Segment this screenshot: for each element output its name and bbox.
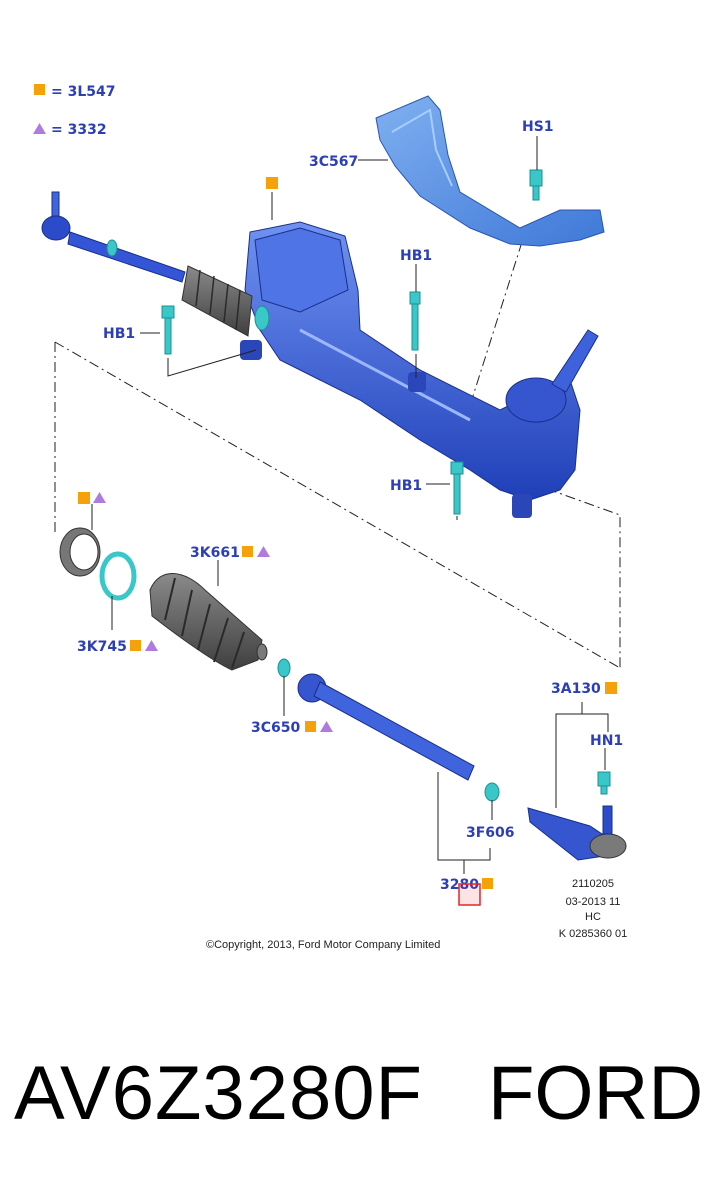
bolt-hb1-top	[409, 291, 421, 351]
square-marker	[266, 177, 278, 189]
reference-block: 2110205 03-2013 11 HC K 0285360 01	[559, 878, 628, 940]
reference-line-2: 03-2013 11	[566, 896, 621, 908]
square-marker	[482, 878, 493, 889]
footer: AV6Z3280F FORD	[0, 1050, 708, 1170]
square-marker	[130, 640, 141, 651]
reference-line-4: K 0285360 01	[559, 928, 628, 940]
triangle-marker	[257, 546, 270, 557]
callout-3C650: 3C650	[251, 720, 300, 736]
bolt-hb1-left	[161, 305, 175, 355]
triangle-marker	[320, 721, 333, 732]
brand-name: FORD	[488, 1051, 704, 1136]
clip-3C650	[277, 658, 291, 678]
callout-3K745: 3K745	[77, 639, 127, 655]
bolt-hb1-right	[450, 461, 464, 515]
reference-line-1: 2110205	[572, 878, 614, 890]
square-marker	[242, 546, 253, 557]
bolt-leaders	[167, 349, 458, 520]
steering-rack-exploded-diagram: = 3L547 = 3332	[33, 84, 628, 951]
callout-3A130: 3A130	[551, 681, 601, 697]
guide-lines	[54, 241, 621, 669]
guide-line-diagonal	[54, 341, 621, 669]
nut-hn1	[597, 771, 611, 795]
legend-triangle-label: = 3332	[51, 122, 107, 138]
square-marker	[305, 721, 316, 732]
triangle-marker	[145, 640, 158, 651]
ring-3K745	[99, 551, 137, 601]
inner-tie-rod-3280	[297, 673, 475, 781]
square-marker	[605, 682, 617, 694]
steering-rack-housing	[240, 221, 599, 518]
square-marker	[78, 492, 90, 504]
leader-lines	[91, 136, 609, 874]
tie-rod-end-3A130	[527, 805, 627, 861]
callout-hb1-left: HB1	[103, 326, 135, 342]
callout-hs1: HS1	[522, 119, 554, 135]
copyright-notice: ©Copyright, 2013, Ford Motor Company Lim…	[206, 939, 440, 951]
triangle-marker	[93, 492, 106, 503]
nut-hs1	[529, 169, 543, 201]
jam-nut-3F606	[484, 782, 500, 802]
callout-3F606: 3F606	[466, 825, 515, 841]
callout-labels: 3C567 HS1 HB1 HB1 HB1 3K661 3K745 3C650 …	[77, 119, 623, 893]
callout-hb1-right: HB1	[390, 478, 422, 494]
part-number: AV6Z3280F	[14, 1051, 423, 1136]
boot-3K661	[149, 573, 268, 671]
guide-line-right-end	[527, 481, 621, 668]
left-tie-rod	[41, 191, 186, 283]
callout-3C567: 3C567	[309, 154, 358, 170]
callout-hb1-top: HB1	[400, 248, 432, 264]
boot-clamp-outer	[59, 527, 101, 577]
reference-line-3: HC	[585, 911, 601, 923]
legend-triangle-marker	[33, 123, 46, 134]
highlight-box	[458, 883, 481, 906]
callout-markers	[78, 177, 617, 889]
legend: = 3L547 = 3332	[33, 84, 116, 138]
legend-square-label: = 3L547	[51, 84, 116, 100]
callout-hn1: HN1	[590, 733, 623, 749]
heat-shield-3C567	[375, 95, 605, 247]
legend-square-marker	[34, 84, 45, 95]
rack-boot	[181, 265, 270, 337]
callout-3K661: 3K661	[190, 545, 240, 561]
